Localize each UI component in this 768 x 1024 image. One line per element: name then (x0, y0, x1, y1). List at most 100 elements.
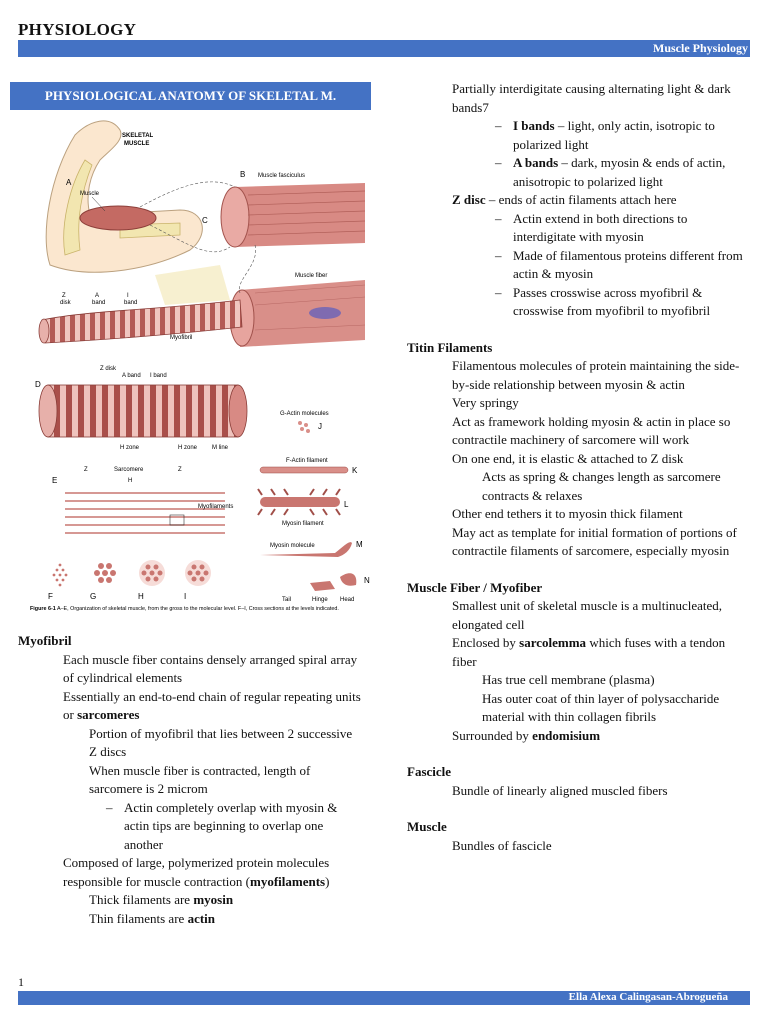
list-item: –A bands – dark, myosin & ends of actin,… (407, 154, 752, 191)
left-column: Myofibril Each muscle fiber contains den… (18, 632, 363, 928)
i-band-label-d: I band (150, 373, 167, 379)
list-item: Bundles of fascicle (407, 837, 752, 856)
bold-term: sarcomeres (77, 707, 140, 722)
list-item-text: Actin extend in both directions to inter… (513, 210, 688, 245)
myofibril-heading: Myofibril (18, 633, 72, 648)
list-item-text: Essentially an end-to-end chain of regul… (63, 688, 361, 723)
myosin-head-drawing (340, 573, 357, 586)
list-item-text: Other end tethers it to myosin thick fil… (452, 506, 683, 521)
z-disk-label-d: Z disk (100, 366, 117, 372)
bold-term: myofilaments (250, 873, 326, 889)
muscle-fiber-label: Muscle fiber (295, 273, 327, 279)
list-item-text: When muscle fiber is contracted, length … (89, 762, 311, 797)
dash-icon: – (495, 284, 502, 300)
list-item-text: – dark, myosin & ends of actin, anisotro… (513, 155, 726, 189)
topic-label: Muscle Physiology (653, 41, 748, 55)
z-disk-label-2: disk (60, 300, 72, 306)
figure-caption: Figure 6-1 A–E, Organization of skeletal… (30, 606, 339, 612)
z-disk-label: Z (62, 293, 66, 299)
list-item: –Made of filamentous proteins different … (407, 247, 752, 284)
skeletal-muscle-label-2: MUSCLE (124, 141, 149, 147)
list-item: –Actin extend in both directions to inte… (407, 210, 752, 247)
myosin-molecule-label: Myosin molecule (270, 543, 315, 549)
sarcomere-label: Sarcomere (114, 467, 144, 473)
bold-term: sarcolemma (519, 635, 587, 650)
figure-caption-number: Figure 6-1 (30, 606, 56, 612)
label-L: L (344, 500, 349, 509)
label-E: E (52, 476, 57, 485)
list-item: Thick filaments are myosin (18, 891, 363, 910)
list-item: Bundle of linearly aligned muscled fiber… (407, 782, 752, 801)
list-item-text: On one end, it is elastic & attached to … (452, 450, 684, 466)
list-item: Filamentous molecules of protein maintai… (407, 357, 752, 394)
list-item: Composed of large, polymerized protein m… (18, 854, 363, 891)
list-item: Very springy (407, 394, 752, 413)
dash-icon: – (495, 155, 502, 170)
list-item-text: Partially interdigitate causing alternat… (452, 81, 731, 115)
myosin-hinge-drawing (310, 581, 335, 591)
label-F: F (48, 592, 53, 601)
myofibril-drawing (38, 299, 243, 344)
fascicle-heading: Fascicle (407, 764, 452, 779)
list-item-text: Thin filaments are (89, 910, 188, 926)
list-item: –Passes crosswise across myofibril & cro… (407, 284, 752, 321)
list-item-text: Surrounded by (452, 727, 533, 743)
h-label: H (128, 478, 132, 484)
muscle-fasciculus-drawing (220, 183, 366, 248)
list-item-text: Enclosed by (452, 635, 520, 650)
list-item: Z disc – ends of actin filaments attach … (407, 191, 752, 210)
list-item-text: Each muscle fiber contains densely arran… (63, 651, 358, 686)
f-actin-label: F-Actin filament (286, 458, 328, 464)
list-item: Smallest unit of skeletal muscle is a mu… (407, 597, 752, 634)
muscle-fiber-heading: Muscle Fiber / Myofiber (407, 579, 543, 595)
list-item: When muscle fiber is contracted, length … (18, 762, 363, 799)
g-actin-label: G-Actin molecules (280, 411, 329, 417)
list-item: –I bands – light, only actin, isotropic … (407, 117, 752, 154)
author-label: Ella Alexa Calingasan-Abrogueña (568, 991, 728, 1003)
section-title: PHYSIOLOGICAL ANATOMY OF SKELETAL M. (10, 82, 371, 110)
myofilaments-label: Myofilaments (198, 504, 233, 510)
f-actin-filament-drawing (259, 466, 349, 474)
label-C: C (202, 216, 208, 225)
muscle-heading: Muscle (407, 819, 447, 834)
footer-bar: Ella Alexa Calingasan-Abrogueña (18, 991, 750, 1005)
cross-sections-drawing (52, 560, 211, 587)
skeletal-muscle-label: SKELETAL (122, 133, 154, 139)
a-band-label-d: A band (122, 373, 141, 379)
label-B: B (240, 170, 245, 179)
list-item-text: – light, only actin, isotropic to polari… (513, 118, 715, 152)
list-item-text: May act as template for initial formatio… (452, 524, 737, 559)
bold-term: I bands (513, 118, 555, 133)
list-item-text: Made of filamentous proteins different f… (513, 247, 743, 282)
dash-icon: – (495, 247, 502, 263)
list-item-text: Acts as spring & changes length as sarco… (482, 469, 721, 503)
label-D: D (35, 380, 41, 389)
sarcomere-cylinder-drawing (38, 384, 248, 438)
bold-term: Z disc (452, 192, 486, 207)
list-item: Enclosed by sarcolemma which fuses with … (407, 634, 752, 671)
dash-icon: – (495, 210, 502, 226)
list-item: Essentially an end-to-end chain of regul… (18, 688, 363, 725)
label-J: J (318, 422, 322, 431)
list-item-text: Has outer coat of thin layer of polysacc… (482, 690, 720, 725)
list-item-text: Bundles of fascicle (452, 837, 552, 853)
muscle-fiber-drawing (229, 280, 366, 347)
document-title: PHYSIOLOGY (18, 20, 137, 39)
page-number: 1 (18, 975, 24, 989)
list-item: Has outer coat of thin layer of polysacc… (407, 690, 752, 727)
skeletal-muscle-figure: SKELETAL MUSCLE A Muscle B Muscle fascic… (30, 120, 370, 612)
hinge-label: Hinge (312, 597, 328, 603)
list-item: Act as framework holding myosin & actin … (407, 413, 752, 450)
myosin-filament-drawing (257, 488, 341, 516)
tail-label: Tail (282, 597, 291, 603)
list-item: Each muscle fiber contains densely arran… (18, 651, 363, 688)
list-item: Partially interdigitate causing alternat… (407, 80, 752, 117)
bold-term: actin (187, 910, 216, 926)
label-I: I (184, 592, 186, 601)
right-column: Partially interdigitate causing alternat… (407, 80, 752, 855)
m-line-label: M line (212, 445, 229, 451)
h-zone-label-2: H zone (178, 445, 198, 451)
head-label: Head (340, 597, 354, 603)
list-item-text: Passes crosswise across myofibril & cros… (513, 284, 711, 319)
myofibril-label: Myofibril (170, 335, 192, 341)
